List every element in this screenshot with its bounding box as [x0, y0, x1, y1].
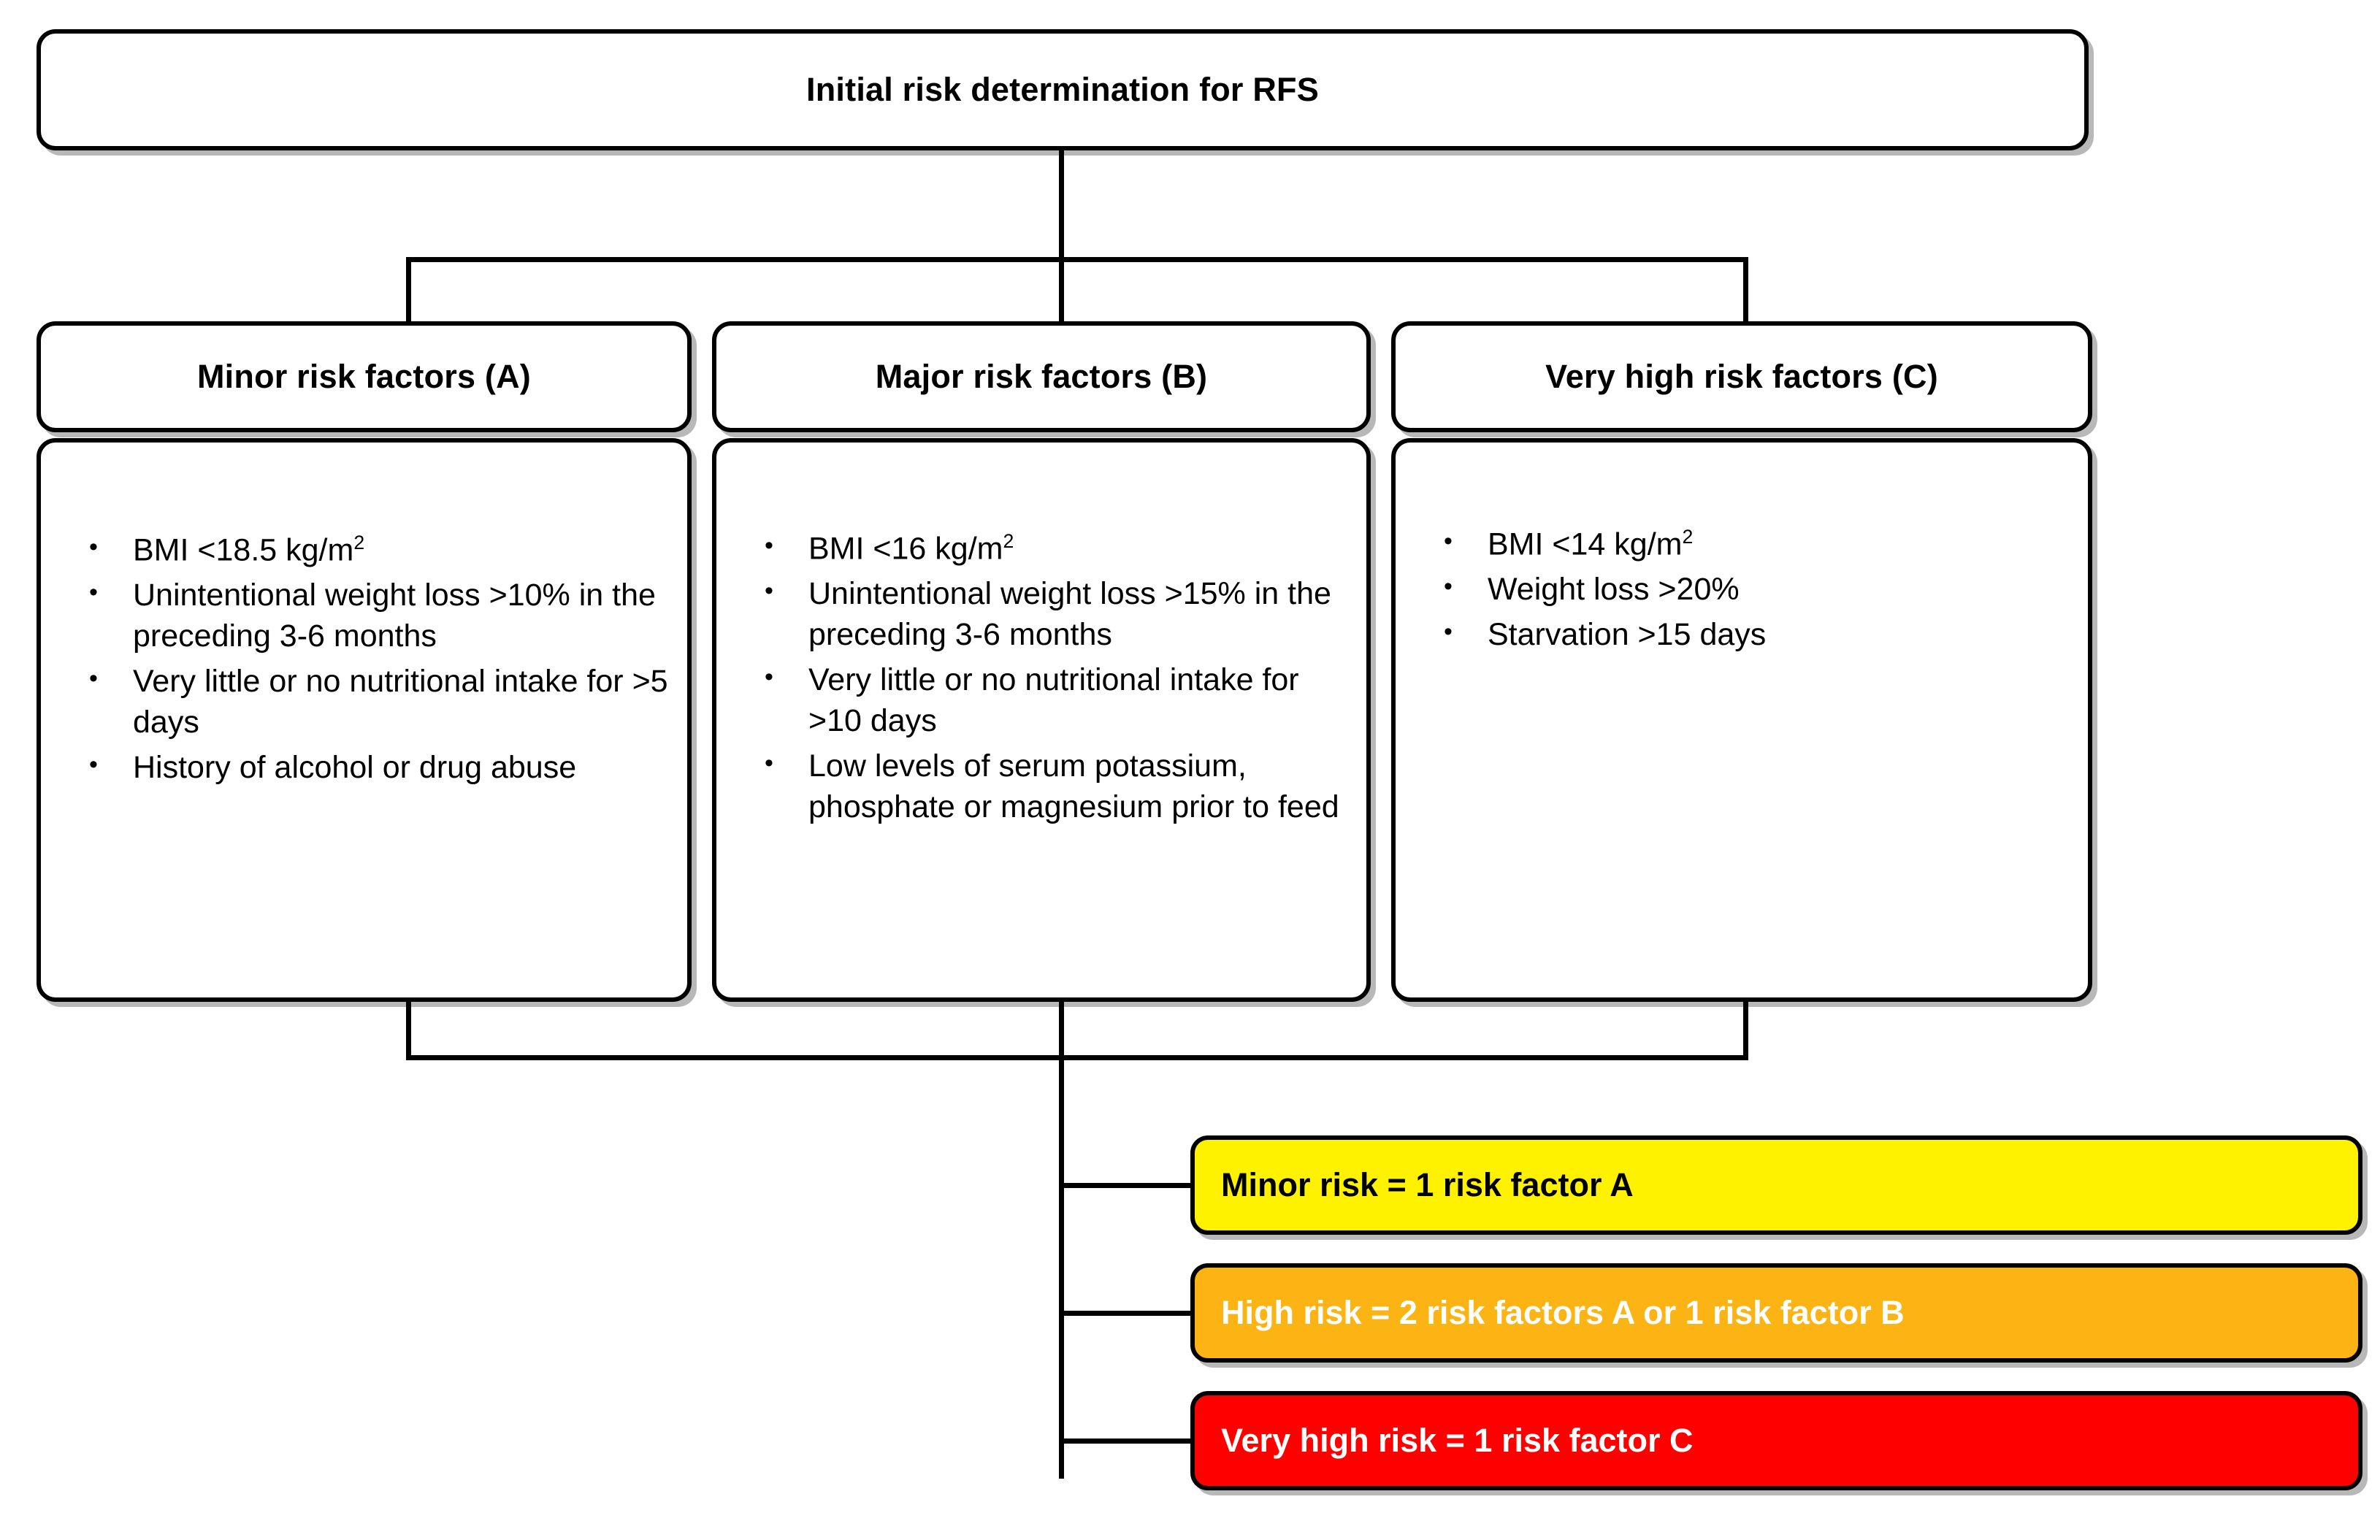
- column-body-minor-risk: BMI <18.5 kg/m2 Unintentional weight los…: [37, 438, 692, 1002]
- list-item: Unintentional weight loss >15% in the pr…: [754, 572, 1347, 656]
- connector-result-high: [1059, 1311, 1195, 1316]
- list-item: Unintentional weight loss >10% in the pr…: [79, 574, 668, 657]
- result-node-very-high-risk: Very high risk = 1 risk factor C: [1190, 1391, 2362, 1490]
- connector-branch-a: [406, 257, 411, 324]
- column-header-label-c: Very high risk factors (C): [1545, 358, 1938, 396]
- column-body-very-high-risk: BMI <14 kg/m2 Weight loss >20% Starvatio…: [1391, 438, 2092, 1002]
- connector-result-trunk: [1059, 1055, 1064, 1479]
- column-header-minor-risk: Minor risk factors (A): [37, 321, 692, 432]
- list-item: BMI <18.5 kg/m2: [79, 529, 668, 571]
- connector-merge-b: [1059, 1000, 1064, 1060]
- connector-result-very-high: [1059, 1439, 1195, 1444]
- connector-branch-b: [1059, 257, 1064, 324]
- connector-branch-bar-top: [406, 257, 1748, 262]
- connector-merge-a: [406, 1000, 411, 1060]
- result-label-minor-risk: Minor risk = 1 risk factor A: [1221, 1166, 1634, 1203]
- list-item: Very little or no nutritional intake for…: [79, 660, 668, 743]
- risk-factor-list-c: BMI <14 kg/m2 Weight loss >20% Starvatio…: [1434, 523, 2069, 660]
- column-header-label-a: Minor risk factors (A): [197, 358, 531, 396]
- result-label-very-high-risk: Very high risk = 1 risk factor C: [1221, 1422, 1694, 1459]
- root-node-initial-risk: Initial risk determination for RFS: [37, 29, 2089, 150]
- root-node-title: Initial risk determination for RFS: [806, 71, 1319, 109]
- list-item: BMI <14 kg/m2: [1434, 523, 2069, 565]
- list-item: Low levels of serum potassium, phosphate…: [754, 745, 1347, 828]
- connector-merge-bar: [406, 1055, 1748, 1060]
- list-item: Starvation >15 days: [1434, 613, 2069, 656]
- column-header-major-risk: Major risk factors (B): [712, 321, 1371, 432]
- connector-merge-c: [1743, 1000, 1748, 1060]
- list-item: Weight loss >20%: [1434, 568, 2069, 610]
- list-item: History of alcohol or drug abuse: [79, 746, 668, 789]
- connector-result-minor: [1059, 1183, 1195, 1188]
- risk-factor-list-a: BMI <18.5 kg/m2 Unintentional weight los…: [79, 529, 668, 793]
- column-header-very-high-risk: Very high risk factors (C): [1391, 321, 2092, 432]
- column-header-label-b: Major risk factors (B): [875, 358, 1208, 396]
- list-item: BMI <16 kg/m2: [754, 527, 1347, 570]
- result-node-high-risk: High risk = 2 risk factors A or 1 risk f…: [1190, 1263, 2362, 1363]
- result-node-minor-risk: Minor risk = 1 risk factor A: [1190, 1135, 2362, 1235]
- list-item: Very little or no nutritional intake for…: [754, 659, 1347, 742]
- risk-factor-list-b: BMI <16 kg/m2 Unintentional weight loss …: [754, 527, 1347, 832]
- connector-root-stem: [1059, 150, 1064, 261]
- result-label-high-risk: High risk = 2 risk factors A or 1 risk f…: [1221, 1294, 1905, 1331]
- connector-branch-c: [1743, 257, 1748, 324]
- column-body-major-risk: BMI <16 kg/m2 Unintentional weight loss …: [712, 438, 1371, 1002]
